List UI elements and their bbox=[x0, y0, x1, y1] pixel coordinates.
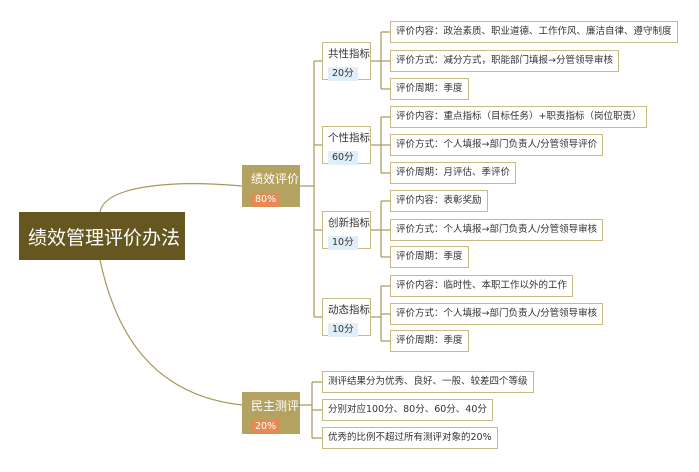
score-badge: 10分 bbox=[328, 323, 358, 337]
leaf-item[interactable]: 测评结果分为优秀、良好、一般、较差四个等级 bbox=[322, 371, 534, 393]
leaf-item[interactable]: 评价方式：减分方式，职能部门填报→分管领导审核 bbox=[390, 50, 619, 72]
leaf-item[interactable]: 评价内容：政治素质、职业道德、工作作风、廉洁自律、遵守制度 bbox=[390, 21, 678, 43]
indicator-innovation[interactable]: 创新指标 10分 bbox=[322, 211, 371, 250]
leaf-item[interactable]: 评价周期：季度 bbox=[390, 246, 469, 268]
indicator-individual[interactable]: 个性指标 60分 bbox=[322, 126, 371, 165]
branch-performance-label: 绩效评价 bbox=[251, 172, 300, 186]
indicator-label: 共性指标 bbox=[328, 48, 370, 60]
branch-democratic[interactable]: 民主测评 20% bbox=[242, 392, 300, 434]
weight-badge: 80% bbox=[251, 193, 281, 207]
branch-democratic-label: 民主测评 bbox=[251, 399, 300, 413]
indicator-label: 个性指标 bbox=[328, 132, 370, 144]
indicator-common[interactable]: 共性指标 20分 bbox=[322, 42, 371, 81]
leaf-item[interactable]: 评价内容：重点指标（目标任务）+职责指标（岗位职责） bbox=[390, 106, 648, 128]
score-badge: 60分 bbox=[328, 151, 358, 165]
leaf-item[interactable]: 分别对应100分、80分、60分、40分 bbox=[322, 399, 493, 421]
indicator-dynamic[interactable]: 动态指标 10分 bbox=[322, 298, 371, 337]
leaf-item[interactable]: 优秀的比例不超过所有测评对象的20% bbox=[322, 427, 498, 449]
score-badge: 10分 bbox=[328, 236, 358, 250]
root-topic[interactable]: 绩效管理评价办法 bbox=[19, 212, 185, 260]
weight-badge: 20% bbox=[251, 420, 281, 434]
leaf-item[interactable]: 评价周期：季度 bbox=[390, 78, 469, 100]
leaf-item[interactable]: 评价周期：月评估、季评价 bbox=[390, 162, 517, 184]
branch-performance[interactable]: 绩效评价 80% bbox=[242, 165, 300, 207]
leaf-item[interactable]: 评价方式：个人填报→部门负责人/分管领导审核 bbox=[390, 303, 604, 325]
indicator-label: 动态指标 bbox=[328, 304, 370, 316]
root-title: 绩效管理评价办法 bbox=[27, 226, 180, 249]
score-badge: 20分 bbox=[328, 67, 358, 81]
indicator-label: 创新指标 bbox=[328, 217, 370, 229]
leaf-item[interactable]: 评价周期：季度 bbox=[390, 330, 469, 352]
leaf-item[interactable]: 评价内容：临时性、本职工作以外的工作 bbox=[390, 275, 574, 297]
leaf-item[interactable]: 评价方式：个人填报→部门负责人/分管领导评价 bbox=[390, 134, 604, 156]
leaf-item[interactable]: 评价方式：个人填报→部门负责人/分管领导审核 bbox=[390, 219, 604, 241]
leaf-item[interactable]: 评价内容：表彰奖励 bbox=[390, 190, 488, 212]
